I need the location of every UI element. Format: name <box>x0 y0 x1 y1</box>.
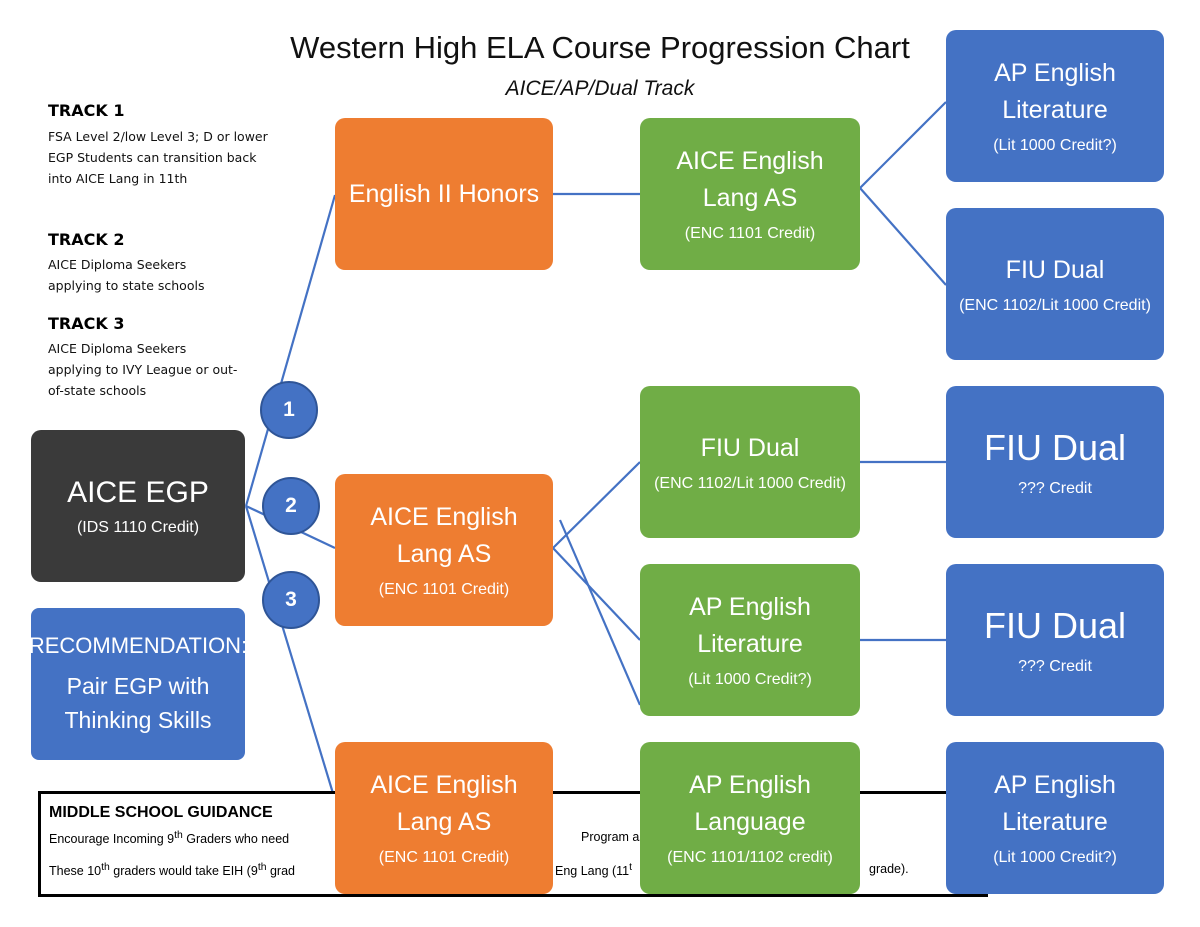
guidance-title: MIDDLE SCHOOL GUIDANCE <box>49 804 273 821</box>
track-2-desc: AICE Diploma Seekers applying to state s… <box>48 257 205 293</box>
aice-egp-box: AICE EGP (IDS 1110 Credit) <box>31 430 245 582</box>
box-title: AP English Language <box>689 771 811 836</box>
box-title: AICE English Lang AS <box>676 147 824 212</box>
connector <box>859 101 947 189</box>
box-credit: (Lit 1000 Credit?) <box>993 137 1117 154</box>
guidance-line-1: Encourage Incoming 9th Graders who need <box>49 830 290 847</box>
english-ii-honors-box: English II Honors <box>335 118 553 270</box>
box-credit: (ENC 1101 Credit) <box>378 849 510 866</box>
aice-lang-track2-box: AICE English Lang AS (ENC 1101 Credit) <box>335 474 553 626</box>
track-3-desc: AICE Diploma Seekers applying to IVY Lea… <box>48 341 238 398</box>
box-credit: (IDS 1110 Credit) <box>76 518 200 536</box>
box-credit: (ENC 1102/Lit 1000 Credit) <box>959 296 1151 314</box>
connector <box>859 187 947 286</box>
connector <box>558 519 642 706</box>
box-credit: (ENC 1101 Credit) <box>378 581 510 598</box>
box-title: FIU Dual <box>700 433 800 462</box>
track-1-circle: 1 <box>260 381 318 439</box>
box-title: AICE EGP <box>67 475 209 509</box>
box-title: AP English Literature <box>994 59 1116 124</box>
connector <box>552 547 641 641</box>
ap-lang-box: AP English Language (ENC 1101/1102 credi… <box>640 742 860 894</box>
page-title: Western High ELA Course Progression Char… <box>290 30 910 65</box>
box-title: AICE English Lang AS <box>370 771 518 836</box>
box-credit: (Lit 1000 Credit?) <box>688 671 812 688</box>
recommendation-box: RECOMMENDATION: Pair EGP with Thinking S… <box>28 608 248 760</box>
connector <box>552 461 641 549</box>
box-title: AICE English Lang AS <box>370 503 518 568</box>
page-subtitle: AICE/AP/Dual Track <box>505 77 695 100</box>
box-title: English II Honors <box>348 179 540 208</box>
aice-lang-box: AICE English Lang AS (ENC 1101 Credit) <box>640 118 860 270</box>
track-1-desc: FSA Level 2/low Level 3; D or lower EGP … <box>48 129 268 186</box>
connector <box>244 505 337 801</box>
box-title: FIU Dual <box>983 427 1127 468</box>
recommendation-heading: RECOMMENDATION: <box>28 633 248 658</box>
box-title: FIU Dual <box>1005 255 1105 284</box>
fiu-dual-blue-box-3: FIU Dual ??? Credit <box>946 564 1164 716</box>
fiu-dual-blue-box-2: FIU Dual ??? Credit <box>946 386 1164 538</box>
recommendation-text: Pair EGP with Thinking Skills <box>64 673 212 733</box>
box-credit: ??? Credit <box>1018 658 1092 675</box>
box-credit: (ENC 1101 Credit) <box>684 225 816 242</box>
guidance-line-2-end: grade). <box>869 862 909 876</box>
fiu-dual-blue-box-1: FIU Dual (ENC 1102/Lit 1000 Credit) <box>946 208 1164 360</box>
ap-lit-green-box: AP English Literature (Lit 1000 Credit?) <box>640 564 860 716</box>
track-3-heading: TRACK 3 <box>48 314 125 333</box>
track-3-circle: 3 <box>262 571 320 629</box>
guidance-line-2: These 10th graders would take EIH (9th g… <box>49 862 295 879</box>
fiu-dual-green-box: FIU Dual (ENC 1102/Lit 1000 Credit) <box>640 386 860 538</box>
ap-lit-blue-box-2: AP English Literature (Lit 1000 Credit?) <box>946 742 1164 894</box>
box-title: AP English Literature <box>689 593 811 658</box>
aice-lang-track3-box: AICE English Lang AS (ENC 1101 Credit) <box>335 742 553 894</box>
box-title: AP English Literature <box>994 771 1116 836</box>
track-2-heading: TRACK 2 <box>48 230 125 249</box>
box-credit: (ENC 1101/1102 credit) <box>667 849 833 866</box>
track-1-heading: TRACK 1 <box>48 101 125 120</box>
box-credit: (ENC 1102/Lit 1000 Credit) <box>654 474 846 492</box>
track-2-circle: 2 <box>262 477 320 535</box>
ap-lit-blue-box-1: AP English Literature (Lit 1000 Credit?) <box>946 30 1164 182</box>
guidance-line-1-end: Program as 1 <box>581 830 657 844</box>
box-credit: (Lit 1000 Credit?) <box>993 849 1117 866</box>
guidance-line-2-mid: Eng Lang (11t <box>555 862 633 879</box>
box-credit: ??? Credit <box>1018 480 1092 497</box>
connector <box>244 194 337 507</box>
box-title: FIU Dual <box>983 605 1127 646</box>
